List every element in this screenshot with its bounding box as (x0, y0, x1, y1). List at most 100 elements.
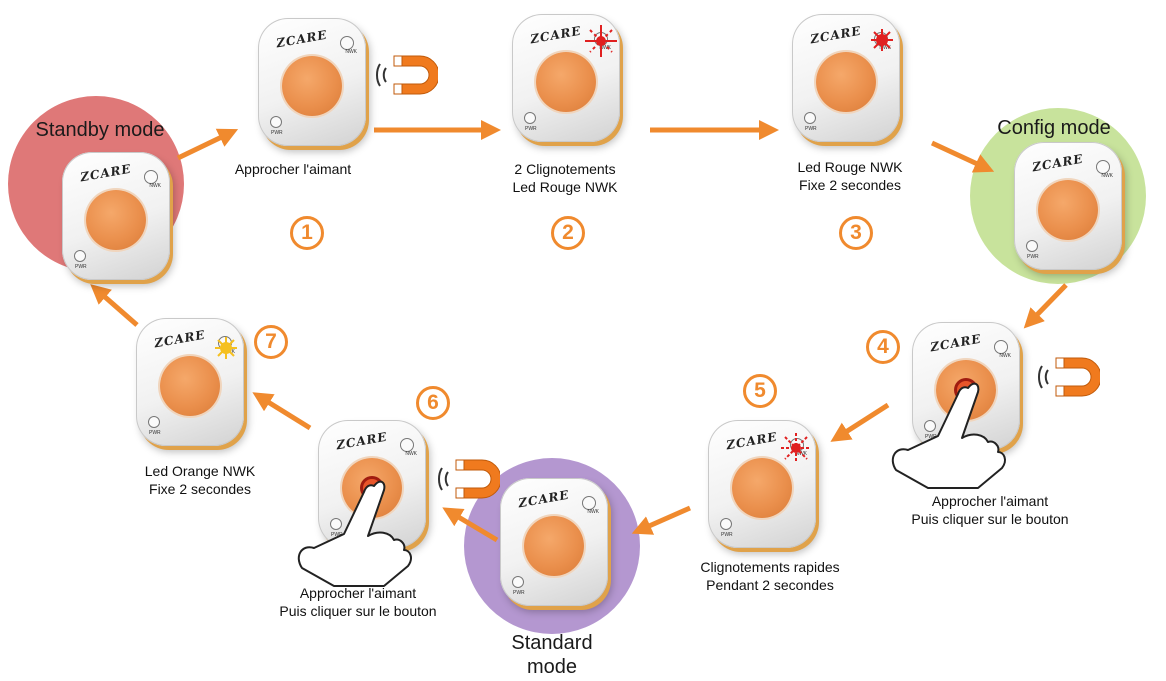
magnet-step1-icon (376, 55, 438, 95)
caption-line: Led Rouge NWK (797, 159, 903, 175)
magnet-step4-icon (1038, 357, 1100, 397)
device-button (1038, 180, 1098, 240)
arrow-standby-to-step1 (176, 128, 239, 161)
nwk-label: NWK (999, 353, 1011, 359)
arrow-step6-to-step7 (252, 392, 312, 431)
device-step4: ZCARE NWK PWR (912, 322, 1020, 450)
nwk-label: NWK (599, 45, 611, 51)
pwr-led-icon (330, 518, 342, 530)
device-button (86, 190, 146, 250)
pwr-label: PWR (75, 264, 87, 270)
nwk-label: NWK (405, 451, 417, 457)
caption-line: Puis cliquer sur le bouton (279, 603, 437, 619)
device-button (282, 56, 342, 116)
nwk-led-icon (340, 36, 354, 50)
nwk-led-icon (144, 170, 158, 184)
step-number-6: 6 (416, 386, 450, 420)
caption-line: Pendant 2 secondes (706, 577, 834, 593)
caption-line: Led Orange NWK (144, 463, 256, 479)
step2-caption: 2 Clignotements Led Rouge NWK (480, 160, 650, 196)
pwr-label: PWR (513, 590, 525, 596)
arrow-config-to-step4 (1023, 283, 1068, 329)
step-number-4: 4 (866, 330, 900, 364)
step5-caption: Clignotements rapides Pendant 2 secondes (680, 558, 860, 594)
device-button (524, 516, 584, 576)
config-mode-label: Config mode (997, 117, 1111, 139)
standard-mode-label-line1: Standard (511, 632, 593, 654)
arrow-standard-to-step6 (442, 507, 499, 543)
pwr-label: PWR (805, 126, 817, 132)
red-fixed-led-icon (871, 29, 893, 51)
nwk-label: NWK (1101, 173, 1113, 179)
pwr-label: PWR (331, 532, 343, 538)
pwr-led-icon (1026, 240, 1038, 252)
device-standard: ZCARE NWK PWR (500, 478, 608, 606)
device-step5: ZCARE NWK PWR (708, 420, 816, 548)
pwr-label: PWR (525, 126, 537, 132)
caption-line: Fixe 2 secondes (149, 481, 251, 497)
nwk-label: NWK (587, 509, 599, 515)
pwr-label: PWR (271, 130, 283, 136)
step7-caption: Led Orange NWK Fixe 2 secondes (110, 462, 290, 498)
pwr-led-icon (924, 420, 936, 432)
nwk-led-icon (1096, 160, 1110, 174)
magnet-step6-icon (438, 459, 500, 499)
pwr-label: PWR (149, 430, 161, 436)
pwr-led-icon (74, 250, 86, 262)
standard-mode-label: Standard mode (492, 631, 612, 679)
device-step1: ZCARE NWK PWR (258, 18, 366, 146)
standard-mode-label-line2: mode (526, 656, 578, 678)
nwk-led-icon (994, 340, 1008, 354)
caption-line: 2 Clignotements (514, 161, 616, 177)
pwr-led-icon (270, 116, 282, 128)
device-button (160, 356, 220, 416)
pwr-label: PWR (1027, 254, 1039, 260)
device-button (536, 52, 596, 112)
step1-caption: Approcher l'aimant (208, 160, 378, 178)
nwk-label: NWK (345, 49, 357, 55)
device-config: ZCARE NWK PWR (1014, 142, 1122, 270)
pwr-led-icon (148, 416, 160, 428)
caption-line: Approcher l'aimant (299, 585, 417, 601)
arrow-step7-to-standby (90, 284, 139, 327)
arrow-step5-to-standard (631, 505, 692, 535)
pwr-label: PWR (721, 532, 733, 538)
nwk-label: NWK (879, 45, 891, 51)
pwr-led-icon (512, 576, 524, 588)
step-number-2: 2 (551, 216, 585, 250)
step-number-7: 7 (254, 325, 288, 359)
nwk-led-icon (400, 438, 414, 452)
nwk-label: NWK (149, 183, 161, 189)
red-fast-blink-led-icon (781, 433, 811, 463)
pwr-led-icon (524, 112, 536, 124)
device-step7: ZCARE NWK PWR (136, 318, 244, 446)
orange-led-icon (215, 337, 237, 359)
device-button (732, 458, 792, 518)
standby-mode-label: Standby mode (35, 119, 165, 141)
arrow-step3-to-config (930, 140, 995, 173)
device-step3: ZCARE NWK PWR (792, 14, 900, 142)
hand-step4-icon (891, 382, 1006, 489)
caption-line: Approcher l'aimant (234, 161, 352, 177)
caption-line: Puis cliquer sur le bouton (911, 511, 1069, 527)
device-standby: ZCARE NWK PWR (62, 152, 170, 280)
pwr-led-icon (804, 112, 816, 124)
hand-step6-icon (297, 480, 412, 587)
caption-line: Approcher l'aimant (931, 493, 1049, 509)
pwr-label: PWR (925, 434, 937, 440)
step3-caption: Led Rouge NWK Fixe 2 secondes (765, 158, 935, 194)
arrow-step4-to-step5 (830, 402, 890, 442)
caption-line: Led Rouge NWK (512, 179, 618, 195)
step4-caption: Approcher l'aimant Puis cliquer sur le b… (880, 492, 1100, 528)
pwr-led-icon (720, 518, 732, 530)
red-blink-led-icon (585, 25, 617, 57)
nwk-label: NWK (795, 451, 807, 457)
device-step2: ZCARE NWK PWR (512, 14, 620, 142)
device-button (816, 52, 876, 112)
caption-line: Clignotements rapides (700, 559, 840, 575)
step-number-5: 5 (743, 374, 777, 408)
caption-line: Fixe 2 secondes (799, 177, 901, 193)
